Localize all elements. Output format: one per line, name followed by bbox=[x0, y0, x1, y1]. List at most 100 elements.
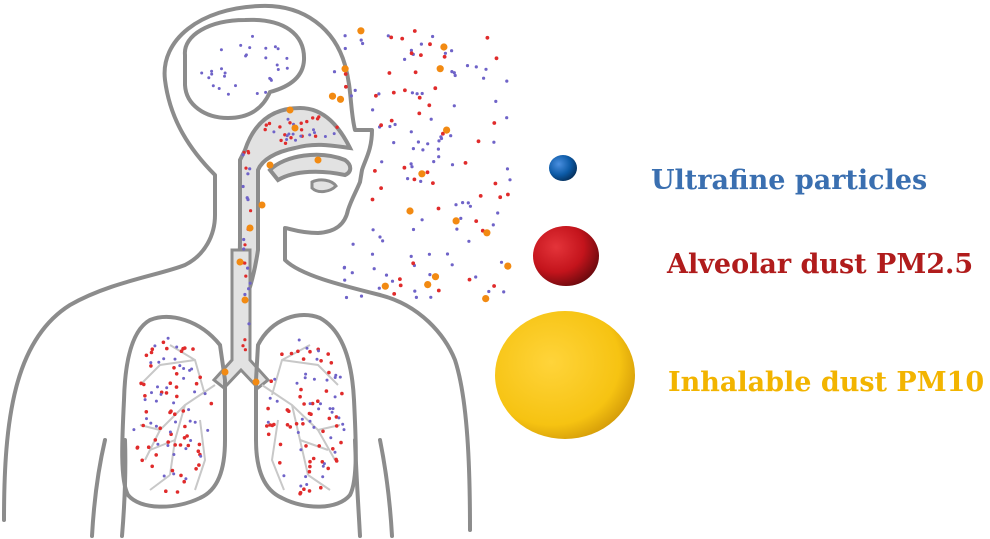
pm25-particle bbox=[197, 449, 201, 453]
pm25-particle bbox=[305, 120, 308, 123]
ultrafine-particle bbox=[309, 402, 312, 405]
pm25-particle bbox=[316, 399, 320, 403]
pm25-particle bbox=[172, 366, 176, 370]
ultrafine-particle bbox=[450, 70, 453, 73]
pm10-particle bbox=[259, 202, 266, 209]
ultrafine-particle bbox=[277, 47, 280, 50]
ultrafine-particle bbox=[317, 407, 320, 410]
ultrafine-particle bbox=[220, 67, 223, 70]
ultrafine-particle bbox=[333, 70, 336, 73]
ultrafine-particle bbox=[412, 147, 415, 150]
pm25-particle bbox=[431, 181, 435, 185]
ultrafine-particle bbox=[428, 273, 431, 276]
pm25-particle bbox=[176, 490, 180, 494]
pm10-particle bbox=[453, 217, 460, 224]
ultrafine-particle bbox=[403, 58, 406, 61]
ultrafine-particle bbox=[446, 252, 449, 255]
ultrafine-particle bbox=[306, 347, 309, 350]
ultrafine-particle bbox=[187, 408, 190, 411]
pm25-particle bbox=[140, 459, 144, 463]
pm25-particle bbox=[210, 402, 214, 406]
ultrafine-particle bbox=[150, 391, 153, 394]
ultrafine-particle bbox=[372, 228, 375, 231]
ultrafine-particle bbox=[296, 382, 299, 385]
pm25-particle bbox=[399, 284, 403, 288]
ultrafine-particle bbox=[245, 53, 248, 56]
ultrafine-particle bbox=[326, 379, 329, 382]
pm25-particle bbox=[265, 424, 269, 428]
ultrafine-particle bbox=[246, 267, 249, 270]
pm25-particle bbox=[141, 424, 145, 428]
ultrafine-particle bbox=[455, 228, 458, 231]
ultrafine-particle bbox=[361, 42, 364, 45]
ultrafine-particle bbox=[417, 140, 420, 143]
ultrafine-particle bbox=[437, 139, 440, 142]
ultrafine-particle bbox=[469, 205, 472, 208]
ultrafine-particle bbox=[210, 70, 213, 73]
ultrafine-particle bbox=[416, 92, 419, 95]
pm25-particle bbox=[411, 261, 415, 265]
pm25-particle bbox=[419, 53, 423, 57]
pm25-label: Alveolar dust PM2.5 bbox=[667, 251, 973, 278]
ultrafine-particle bbox=[332, 407, 335, 410]
pm25-particle bbox=[410, 51, 414, 55]
pm25-particle bbox=[344, 85, 348, 89]
pm25-particle bbox=[374, 94, 378, 98]
ultrafine-particle bbox=[377, 92, 380, 95]
pm25-particle bbox=[326, 467, 330, 471]
ultrafine-particle bbox=[371, 253, 374, 256]
pm25-particle bbox=[183, 436, 187, 440]
ultrafine-particle bbox=[267, 421, 270, 424]
ultrafine-sphere bbox=[549, 155, 577, 181]
ultrafine-particle bbox=[273, 378, 276, 381]
pm10-particle bbox=[437, 65, 444, 72]
ultrafine-particle bbox=[317, 349, 320, 352]
pm25-particle bbox=[414, 70, 418, 74]
ultrafine-particle bbox=[264, 91, 267, 94]
pm25-particle bbox=[166, 440, 170, 444]
pm25-particle bbox=[302, 357, 306, 361]
pm25-particle bbox=[173, 443, 177, 447]
ultrafine-particle bbox=[169, 431, 172, 434]
ultrafine-particle bbox=[297, 431, 300, 434]
ultrafine-particle bbox=[287, 118, 290, 121]
pm25-particle bbox=[165, 347, 169, 351]
pm25-particle bbox=[187, 444, 191, 448]
pm25-particle bbox=[171, 469, 175, 473]
ultrafine-particle bbox=[269, 397, 272, 400]
ultrafine-particle bbox=[247, 322, 250, 325]
pm25-particle bbox=[299, 388, 303, 392]
ultrafine-particle bbox=[454, 203, 457, 206]
pm25-particle bbox=[179, 474, 183, 478]
pm25-particle bbox=[317, 444, 321, 448]
pm25-particle bbox=[477, 139, 481, 143]
pm25-particle bbox=[403, 166, 407, 170]
pm10-particle bbox=[337, 96, 344, 103]
ultrafine-particle bbox=[172, 472, 175, 475]
ultrafine-particle bbox=[505, 116, 508, 119]
ultrafine-particle bbox=[189, 439, 192, 442]
pm25-particle bbox=[418, 96, 422, 100]
pm25-particle bbox=[197, 463, 201, 467]
pm10-particle bbox=[418, 170, 425, 177]
ultrafine-particle bbox=[227, 93, 230, 96]
ultrafine-particle bbox=[500, 261, 503, 264]
pm25-particle bbox=[413, 29, 417, 33]
pm25-particle bbox=[498, 195, 502, 199]
ultrafine-particle bbox=[420, 43, 423, 46]
ultrafine-particle bbox=[430, 118, 433, 121]
pm10-particle bbox=[440, 43, 447, 50]
pm10-particle bbox=[267, 162, 274, 169]
pm25-particle bbox=[169, 381, 173, 385]
ultrafine-particle bbox=[272, 130, 275, 133]
ultrafine-particle bbox=[304, 376, 307, 379]
ultrafine-particle bbox=[313, 378, 316, 381]
ultrafine-particle bbox=[394, 123, 397, 126]
ultrafine-particle bbox=[269, 78, 272, 81]
ultrafine-particle bbox=[223, 75, 226, 78]
ultrafine-particle bbox=[242, 238, 245, 241]
pm25-particle bbox=[179, 443, 183, 447]
ultrafine-particle bbox=[466, 64, 469, 67]
pm25-particle bbox=[241, 344, 244, 347]
